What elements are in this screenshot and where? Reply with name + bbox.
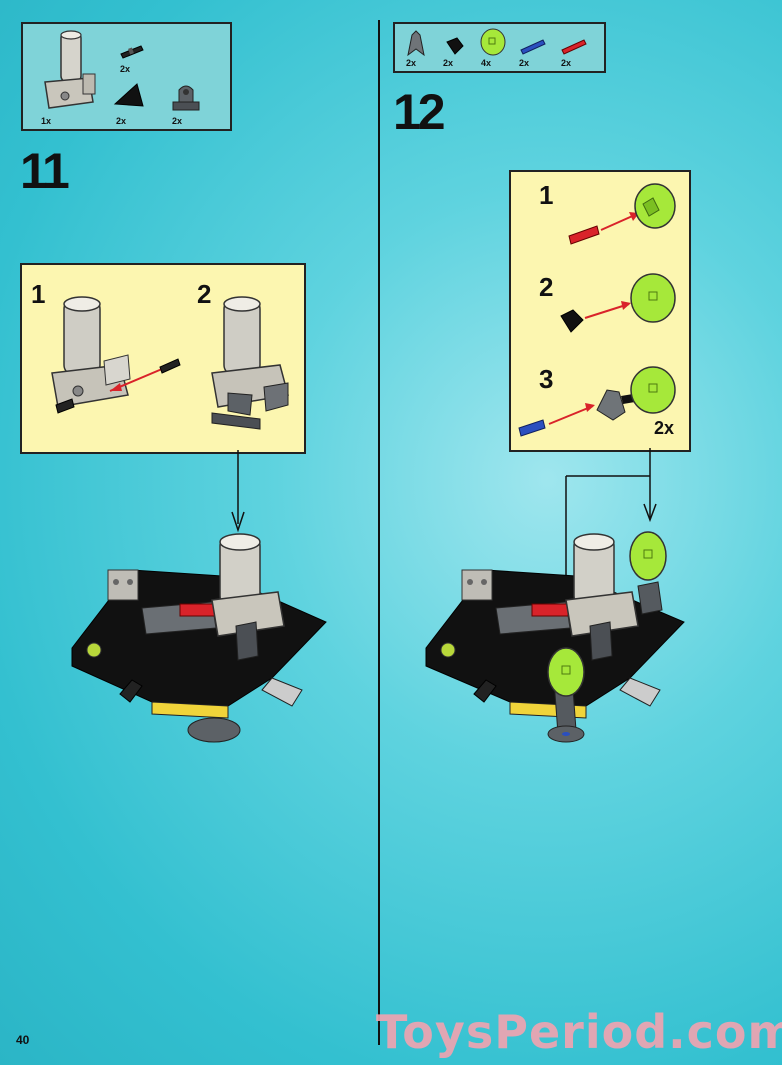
- grey-claw-part-icon: [407, 30, 425, 57]
- step11-callout: 1 2: [20, 263, 306, 454]
- step12-callout: 1 2 3 2x: [509, 170, 691, 452]
- step11-number: 11: [20, 143, 70, 199]
- step11-parts-box: 1x 2x 2x 2x: [21, 22, 232, 131]
- step12-part-qty: 2x: [561, 58, 572, 68]
- step12-part-qty: 2x: [443, 58, 454, 68]
- step12-parts-box: 2x 2x 4x 2x 2x: [393, 22, 606, 73]
- black-axle-pin-part-icon: [120, 45, 144, 59]
- black-part-into-dome-illustration: [560, 273, 676, 333]
- red-pin-into-dome-illustration: [568, 183, 676, 245]
- tube-frame-hinge-illustration: [211, 296, 289, 430]
- blue-pin-claw-dome-illustration: [518, 366, 676, 437]
- step12-part-qty: 4x: [481, 58, 492, 68]
- step11-vehicle-model: [71, 533, 327, 743]
- blue-pin-part-icon: [520, 39, 546, 55]
- substep-number: 2: [197, 279, 212, 309]
- red-pin-part-icon: [561, 39, 587, 55]
- grey-hinge-part-icon: [172, 85, 200, 111]
- green-dome-part-icon: [480, 28, 506, 56]
- substep-number: 1: [539, 180, 554, 210]
- tube-frame-part-icon: [44, 30, 96, 109]
- page-number: 40: [16, 1033, 30, 1047]
- substep-number: 1: [31, 279, 46, 309]
- step12-part-qty: 2x: [519, 58, 530, 68]
- step11-connector-arrow: [231, 450, 245, 533]
- step12-vehicle-model: [425, 531, 685, 743]
- step12-part-qty: 2x: [406, 58, 417, 68]
- black-round-part-icon: [446, 37, 464, 55]
- step11-part-qty: 2x: [172, 116, 183, 126]
- step11-part-qty: 2x: [116, 116, 127, 126]
- step12-multiplier: 2x: [654, 418, 675, 438]
- substep-number: 3: [539, 364, 554, 394]
- watermark-text: ToysPeriod.com: [376, 1005, 782, 1059]
- page-divider: [378, 20, 380, 1045]
- tube-frame-assembly-illustration: [51, 296, 181, 414]
- substep-number: 2: [539, 272, 554, 302]
- step11-part-qty: 1x: [41, 116, 52, 126]
- black-slope-part-icon: [113, 83, 144, 107]
- step12-number: 12: [393, 84, 446, 140]
- step11-part-qty: 2x: [120, 64, 131, 74]
